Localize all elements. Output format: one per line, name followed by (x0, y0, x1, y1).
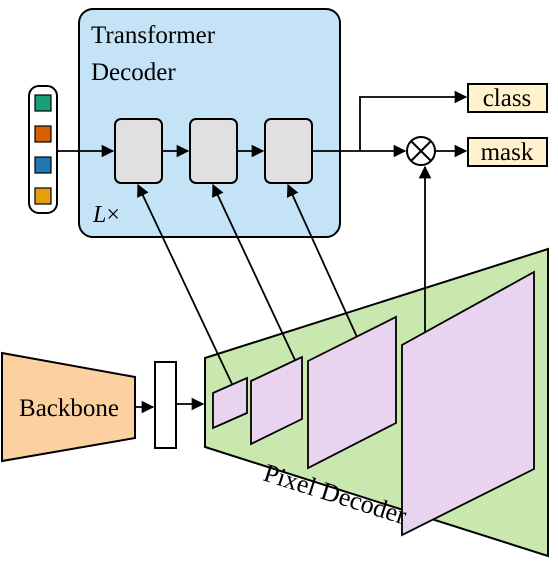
class-output-label: class (483, 85, 532, 112)
transformer-decoder-title-line2: Decoder (91, 59, 176, 86)
repeat-label-op: × (106, 202, 120, 228)
repeat-label: L× (92, 202, 120, 228)
feature-map-2 (250, 355, 303, 446)
query-token-4 (34, 187, 52, 205)
backbone-block (1, 351, 136, 463)
query-tokens-container (28, 85, 58, 214)
backbone-label: Backbone (19, 395, 119, 422)
decoder-layer-2 (189, 118, 238, 184)
feature-map-4 (401, 270, 535, 537)
query-token-1 (34, 94, 52, 112)
feature-map-3 (307, 315, 397, 470)
stem-block (154, 361, 177, 449)
transformer-decoder-title-line1: Transformer (91, 22, 216, 49)
repeat-label-var: L (92, 202, 106, 228)
multiply-operator-cross-b (410, 140, 432, 162)
decoder-layer-3 (264, 118, 313, 184)
arrow-feature-3-to-layer-3 (286, 183, 358, 338)
feature-map-1 (212, 376, 248, 430)
query-token-2 (34, 125, 52, 143)
mask-output-box (467, 137, 548, 167)
class-output-box (467, 83, 548, 113)
arrow-feature-1-to-layer-1 (137, 183, 233, 385)
arrow-feature-2-to-layer-2 (212, 183, 296, 361)
mask-output-label: mask (481, 139, 534, 166)
query-token-3 (34, 156, 52, 174)
decoder-layer-1 (114, 118, 163, 184)
arrow-to-class (359, 90, 468, 151)
